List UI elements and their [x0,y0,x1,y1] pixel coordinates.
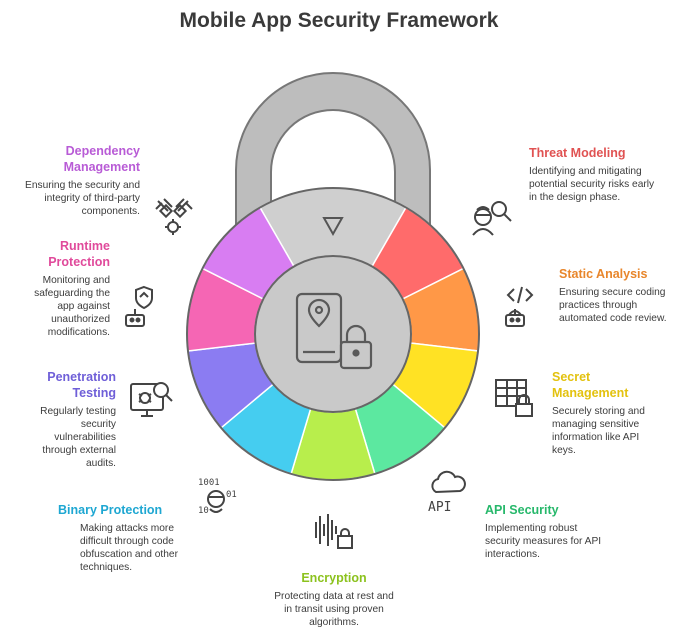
block-binary: Binary Protection Making attacks more di… [58,502,184,574]
padlock-hub [254,255,412,413]
heading-penetration-testing: Penetration Testing [47,370,116,400]
heading-runtime-protection: Runtime Protection [48,239,110,269]
desc-dependency-management: Ensuring the security and integrity of t… [25,180,140,217]
block-pentest: Penetration Testing Regularly testing se… [22,369,116,470]
desc-api-security: Implementing robust security measures fo… [485,523,602,560]
wheel-outline [186,187,480,481]
heading-binary-protection: Binary Protection [58,503,163,517]
desc-encryption: Protecting data at rest and in transit u… [274,591,394,628]
waveform-lock-icon [310,508,358,552]
hub-circle [254,255,412,413]
svg-text:10: 10 [198,506,209,516]
svg-text:01: 01 [226,490,237,500]
engineer-search-icon [467,195,515,239]
heading-secret-management: Secret Management [552,370,629,400]
desc-secret-management: Securely storing and managing sensitive … [552,406,645,456]
block-api: API Security Implementing robust securit… [485,502,603,561]
block-dependency: Dependency Management Ensuring the secur… [20,143,140,218]
desc-penetration-testing: Regularly testing security vulnerabiliti… [40,406,116,469]
desc-static-analysis: Ensuring secure coding practices through… [559,287,667,324]
block-secret: Secret Management Securely storing and m… [552,369,660,457]
robot-shield-icon [120,285,168,329]
table-lock-icon [492,376,540,420]
binary-hacker-icon: 1001 10 01 [196,475,244,519]
heading-api-security: API Security [485,503,559,517]
padlock-shackle [235,72,431,251]
block-threat: Threat Modeling Identifying and mitigati… [529,145,657,204]
cloud-api-icon: API [424,470,472,515]
svg-text:1001: 1001 [198,478,220,488]
padlock-wheel [186,187,480,481]
block-runtime: Runtime Protection Monitoring and safegu… [18,238,110,339]
robot-code-icon [500,285,548,329]
svg-text:API: API [428,500,451,515]
connector-gear-icon [150,195,198,239]
heading-dependency-management: Dependency Management [63,144,140,174]
desc-runtime-protection: Monitoring and safeguarding the app agai… [34,275,110,338]
desc-binary-protection: Making attacks more difficult through co… [80,523,178,573]
phone-lock-icon [295,292,373,370]
block-encryption: Encryption Protecting data at rest and i… [270,570,398,629]
keyhole-triangle-icon [322,217,344,237]
shackle-body [235,72,431,251]
heading-threat-modeling: Threat Modeling [529,146,626,160]
block-static: Static Analysis Ensuring secure coding p… [559,266,678,325]
desc-threat-modeling: Identifying and mitigating potential sec… [529,166,655,203]
heading-static-analysis: Static Analysis [559,267,648,281]
monitor-bug-icon [127,378,175,422]
page-title: Mobile App Security Framework [179,9,499,32]
heading-encryption: Encryption [301,571,367,585]
